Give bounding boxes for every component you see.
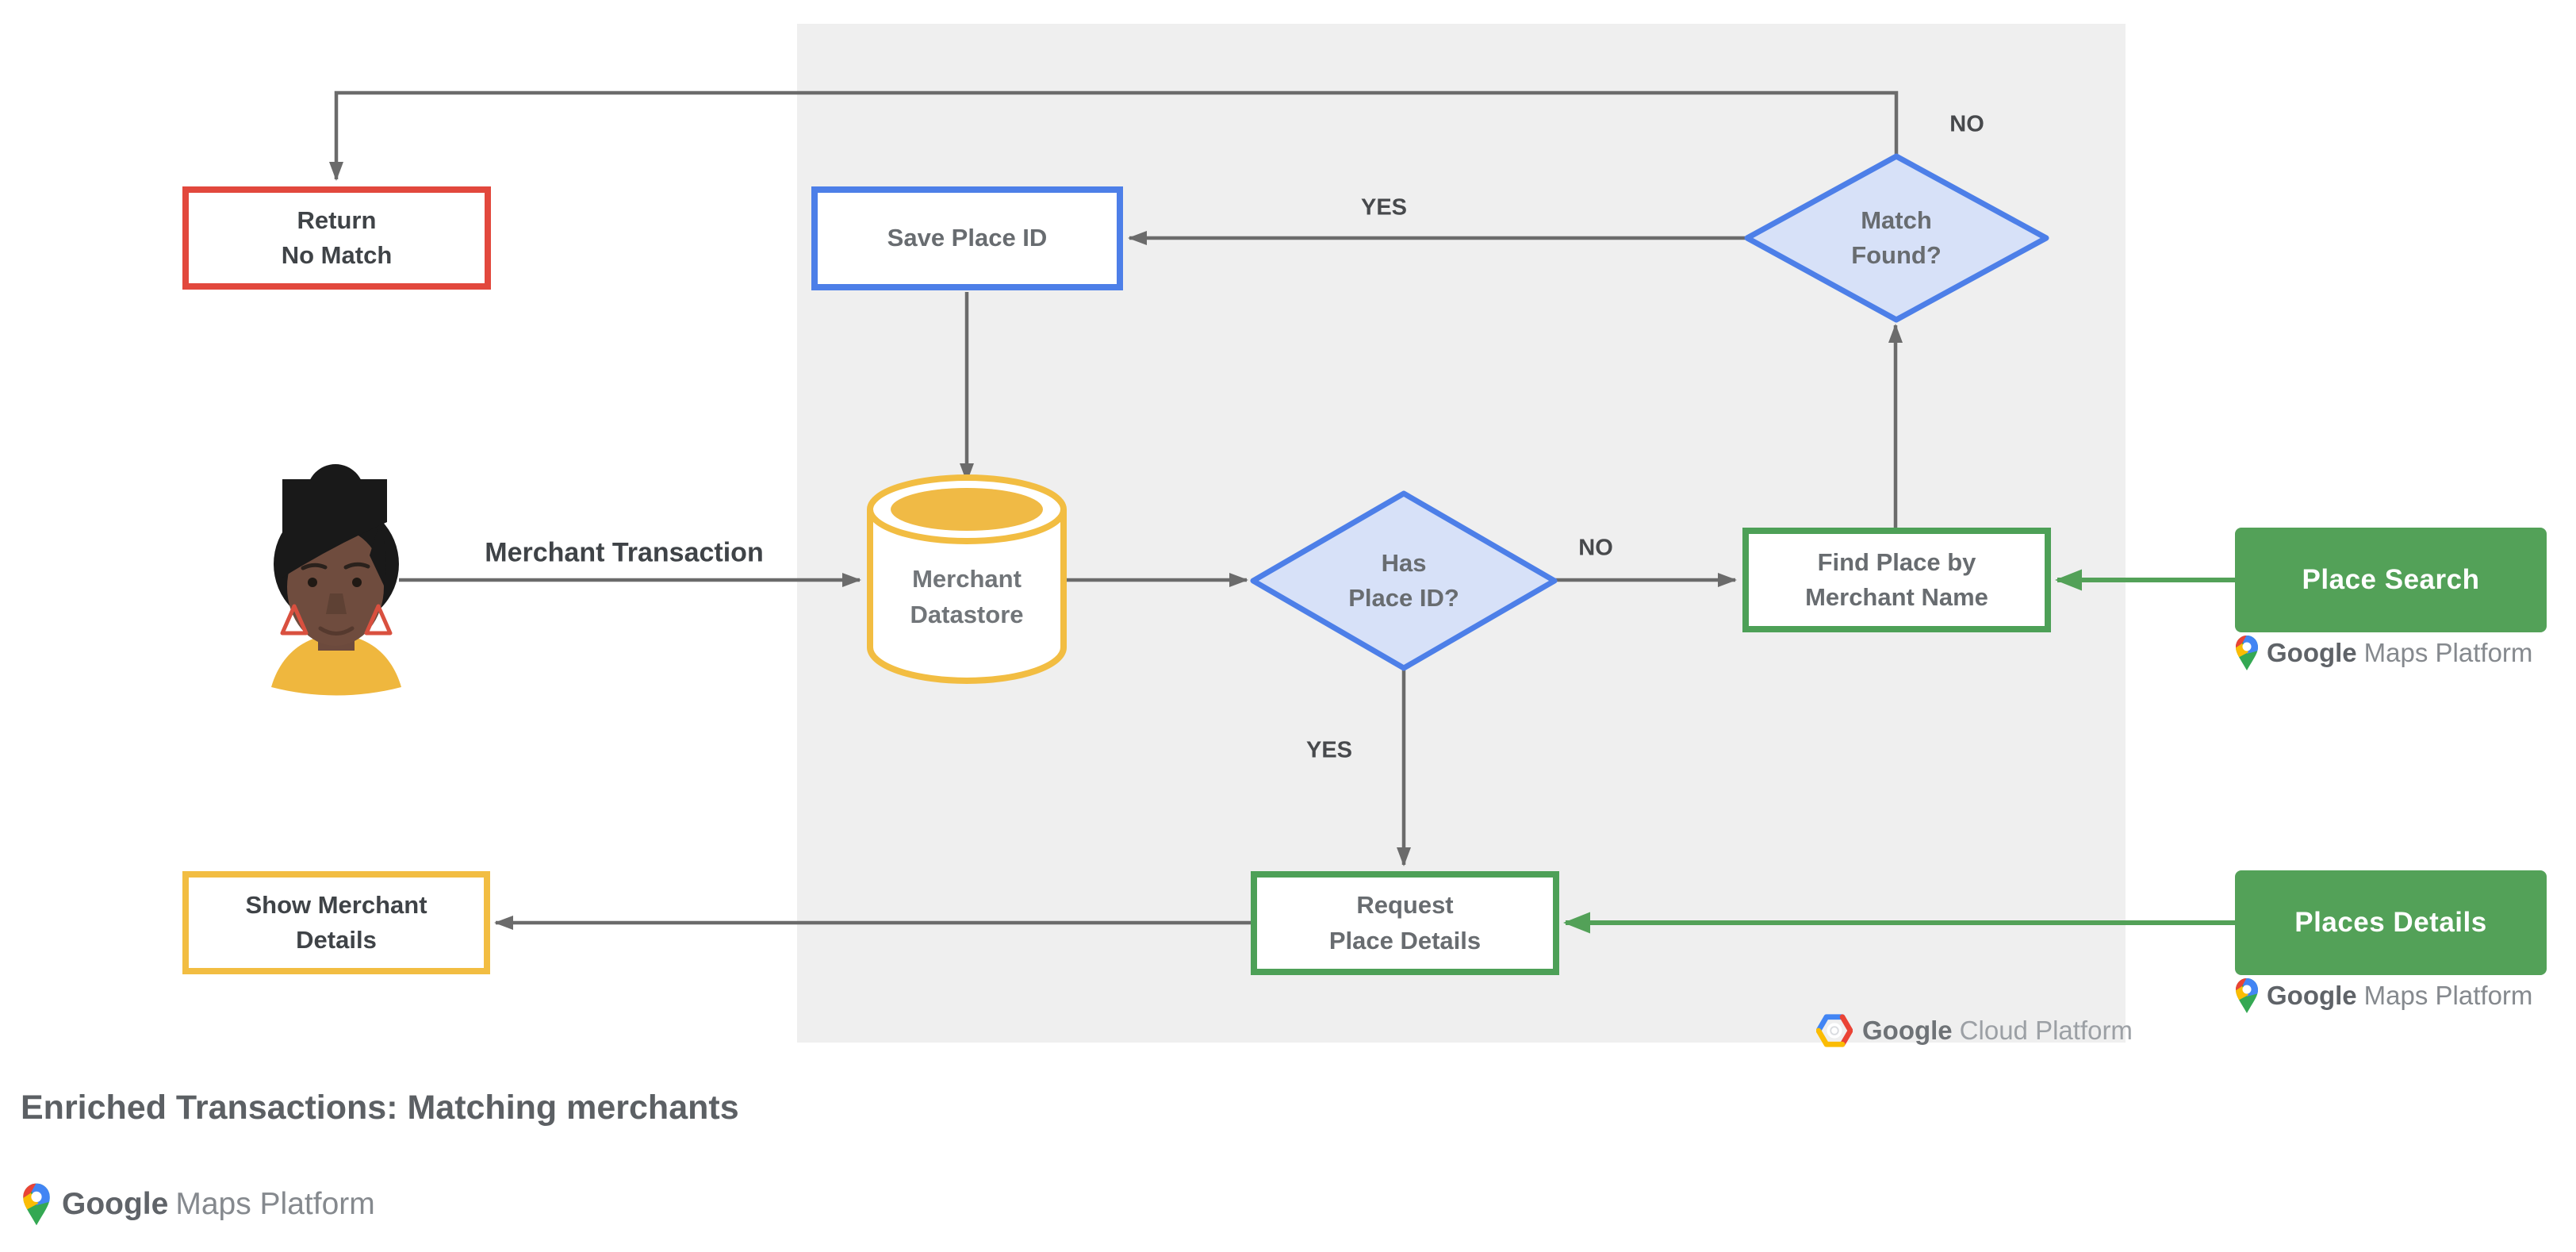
node-place-search: Place Search xyxy=(2235,528,2547,632)
cloud-platform-logo: Google Cloud Platform xyxy=(1816,1014,2133,1047)
maps-platform-rest-text: Maps Platform xyxy=(175,1187,375,1221)
maps-platform-rest-text: Maps Platform xyxy=(2363,638,2533,667)
has-place-id-label: Has Place ID? xyxy=(1348,548,1459,612)
maps-pin-icon xyxy=(2236,636,2258,670)
node-return-no-match: Return No Match xyxy=(182,186,491,290)
merchant-datastore-label: Merchant Datastore xyxy=(910,565,1024,628)
maps-platform-rest-text: Maps Platform xyxy=(2363,981,2533,1010)
maps-platform-google-text: Google xyxy=(62,1187,169,1221)
find-place-label: Find Place by Merchant Name xyxy=(1805,547,1988,611)
maps-pin-icon xyxy=(23,1183,50,1226)
maps-platform-google-text: Google xyxy=(2267,981,2357,1010)
node-show-merchant-details: Show Merchant Details xyxy=(182,871,490,974)
merchant-datastore-icon xyxy=(867,474,1067,684)
cloud-platform-google-text: Google xyxy=(1862,1016,1953,1045)
match-found-diamond xyxy=(1744,153,2049,323)
api-arrows xyxy=(1563,569,2235,934)
maps-platform-logo-place-search: Google Maps Platform xyxy=(2235,635,2532,671)
maps-platform-google-text: Google xyxy=(2267,638,2357,667)
has-place-id-yes-label: YES xyxy=(1305,737,1353,763)
flow-arrows xyxy=(329,90,1903,930)
has-place-id-label-box: Has Place ID? xyxy=(1285,535,1523,627)
node-places-details: Places Details xyxy=(2235,870,2547,975)
match-found-no-label: NO xyxy=(1949,111,1984,137)
places-details-label: Places Details xyxy=(2294,907,2487,939)
merchant-datastore-label-box: Merchant Datastore xyxy=(864,555,1070,639)
maps-platform-logo-footer: Google Maps Platform xyxy=(22,1182,375,1227)
maps-pin-icon xyxy=(2236,978,2258,1013)
return-no-match-label: Return No Match xyxy=(281,205,393,269)
cloud-hexagon-icon xyxy=(1816,1014,1853,1047)
arrow-matchfound-no-to-return xyxy=(329,90,1899,181)
user-avatar-icon xyxy=(271,464,401,696)
place-search-label: Place Search xyxy=(2302,564,2480,596)
diagram-title: Enriched Transactions: Matching merchant… xyxy=(21,1089,739,1127)
match-found-yes-label: YES xyxy=(1360,194,1408,221)
save-place-id-label: Save Place ID xyxy=(887,224,1048,252)
match-found-label: Match Found? xyxy=(1851,205,1942,269)
node-request-place-details: Request Place Details xyxy=(1251,871,1559,975)
node-find-place-by-merchant-name: Find Place by Merchant Name xyxy=(1742,528,2051,632)
has-place-id-no-label: NO xyxy=(1578,535,1613,561)
merchant-transaction-label: Merchant Transaction xyxy=(485,537,764,568)
cloud-platform-rest-text: Cloud Platform xyxy=(1959,1016,2133,1045)
request-place-details-label: Request Place Details xyxy=(1328,891,1482,954)
match-found-label-box: Match Found? xyxy=(1777,192,2015,284)
node-save-place-id: Save Place ID xyxy=(811,186,1123,290)
maps-platform-logo-places-details: Google Maps Platform xyxy=(2235,977,2532,1014)
show-merchant-details-label: Show Merchant Details xyxy=(245,890,427,954)
has-place-id-diamond xyxy=(1250,490,1558,671)
